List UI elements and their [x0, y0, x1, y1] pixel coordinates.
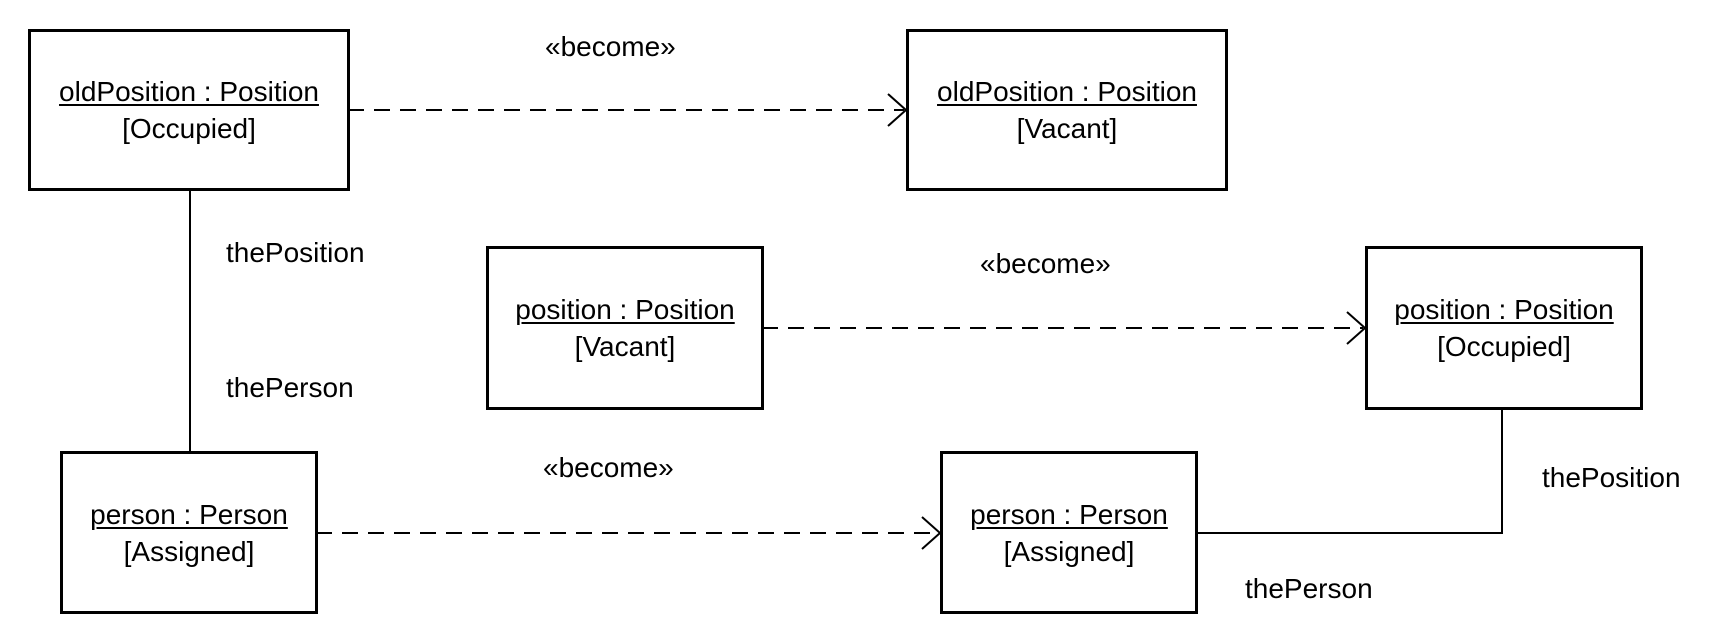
object-state: [Occupied]	[1437, 331, 1571, 362]
role-label-left-position: thePosition	[226, 237, 365, 268]
object-person-before: person : Person [Assigned]	[60, 451, 318, 614]
object-position-occupied: position : Position [Occupied]	[1365, 246, 1643, 410]
object-state: [Assigned]	[123, 535, 255, 567]
object-name: position : Position	[1394, 294, 1614, 325]
stereotype-label-bottom: «become»	[543, 452, 674, 483]
object-name: person : Person	[90, 498, 288, 530]
object-position-vacant: position : Position [Vacant]	[486, 246, 764, 410]
object-name: oldPosition : Position	[937, 76, 1197, 107]
object-name: oldPosition : Position	[59, 76, 319, 107]
role-label-left-person: thePerson	[226, 372, 354, 403]
object-name: person : Person	[970, 498, 1168, 530]
object-state: [Assigned]	[1003, 535, 1135, 567]
association-right	[1196, 410, 1503, 534]
object-person-after: person : Person [Assigned]	[940, 451, 1198, 614]
stereotype-label-top: «become»	[545, 31, 676, 62]
role-label-right-position: thePosition	[1542, 462, 1681, 493]
object-name: position : Position	[515, 294, 735, 325]
object-state: [Occupied]	[122, 113, 256, 144]
object-state: [Vacant]	[574, 331, 676, 362]
role-label-right-person: thePerson	[1245, 573, 1373, 604]
stereotype-label-middle: «become»	[980, 248, 1111, 279]
object-old-position-vacant: oldPosition : Position [Vacant]	[906, 29, 1228, 191]
object-state: [Vacant]	[1016, 113, 1118, 144]
object-old-position-occupied: oldPosition : Position [Occupied]	[28, 29, 350, 191]
